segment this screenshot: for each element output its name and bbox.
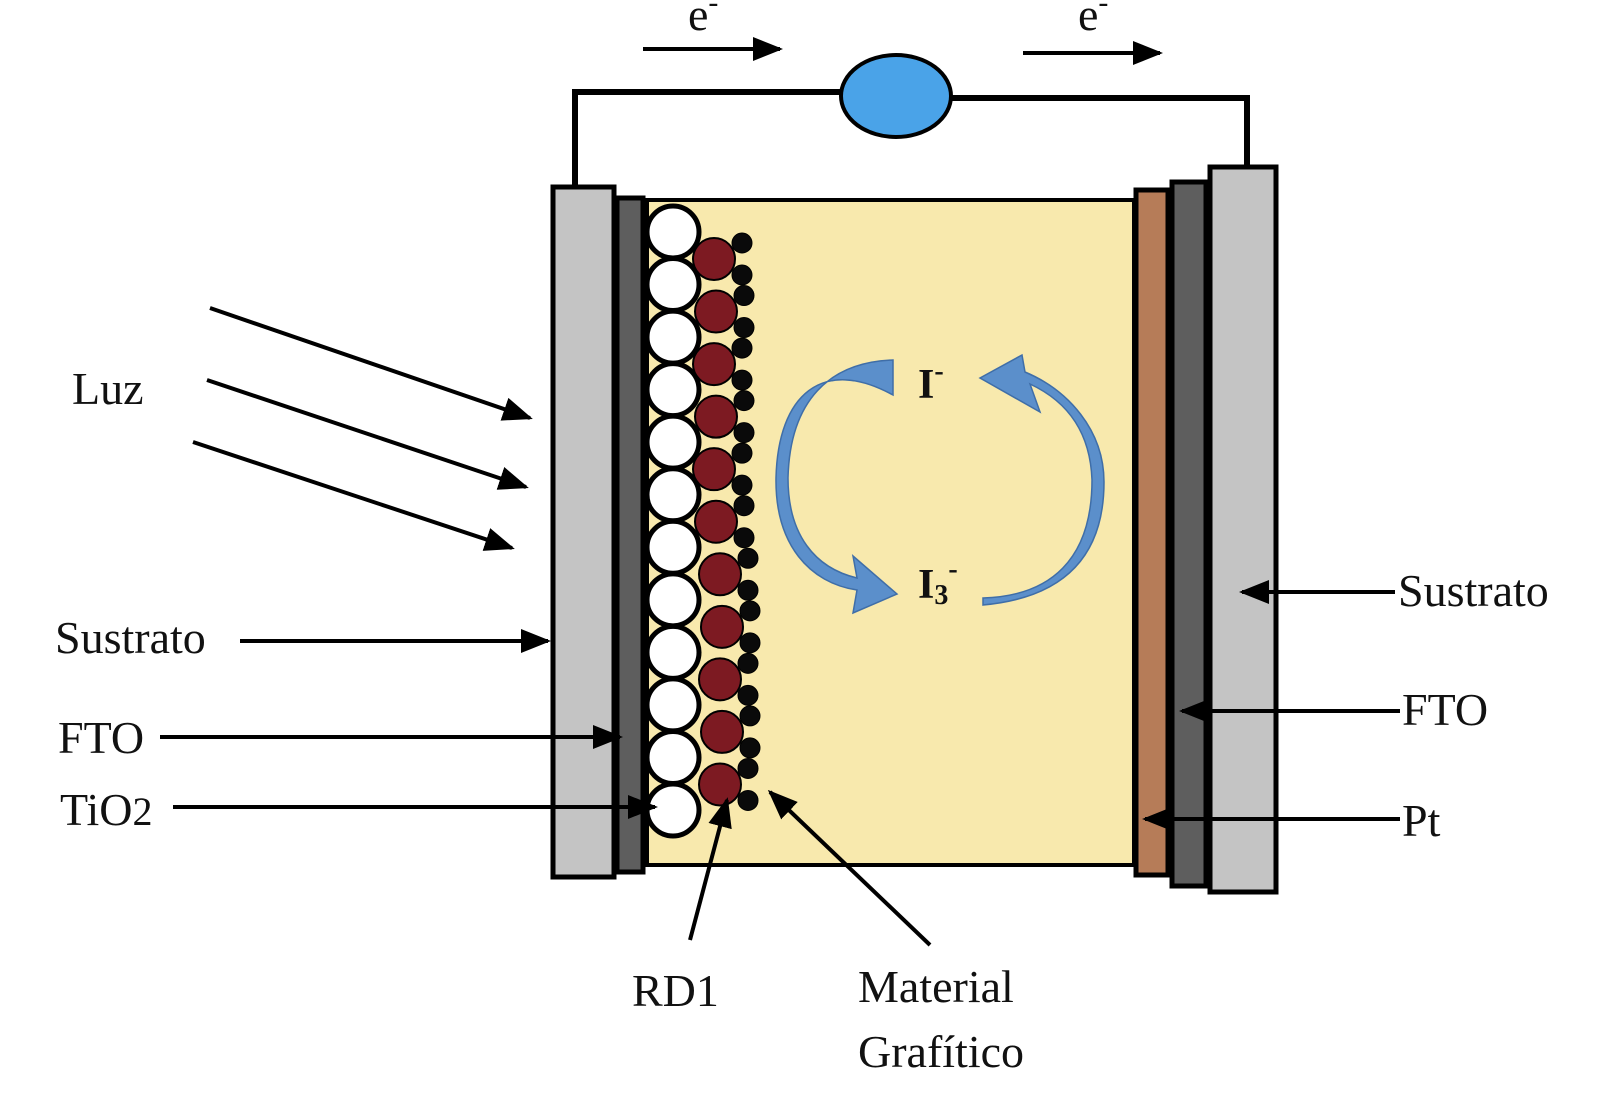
- graphitic-particle: [731, 442, 753, 464]
- bottom-labels: RD1 Material Grafítico: [632, 789, 1024, 1077]
- substrate-right: [1207, 164, 1279, 895]
- dye-pointer: [688, 797, 732, 941]
- external-load: [839, 53, 953, 139]
- graphitic-particle: [737, 652, 759, 674]
- dye-label: RD1: [632, 965, 719, 1016]
- substrate-right-label: Sustrato: [1398, 565, 1549, 616]
- graphitic-particle: [731, 369, 753, 391]
- external-circuit: e- e-: [572, 0, 1250, 185]
- graphitic-particle: [733, 527, 755, 549]
- dye-molecule: [692, 237, 736, 281]
- graphitic-particle: [737, 547, 759, 569]
- graphitic-particle: [737, 757, 759, 779]
- electron-label-left: e-: [688, 0, 718, 40]
- incident-light: Luz: [72, 306, 533, 551]
- tio2-particle: [644, 256, 702, 314]
- photoanode: [550, 184, 761, 880]
- redox-cycle: I- I3-: [775, 353, 1105, 615]
- platinum-layer: [1133, 187, 1171, 878]
- dye-molecule: [694, 289, 738, 334]
- graphitic-particle: [733, 495, 755, 517]
- graphitic-particle: [731, 337, 753, 359]
- graphitic-label-line1: Material: [858, 961, 1014, 1012]
- tio2-particle: [644, 728, 702, 786]
- tio2-particle: [644, 623, 702, 681]
- tio2-particle: [644, 203, 702, 261]
- dye-molecule: [698, 552, 742, 597]
- light-ray-3: [192, 440, 515, 551]
- graphitic-particle: [733, 285, 755, 307]
- dye-molecule: [694, 394, 738, 439]
- light-ray-2: [206, 378, 529, 490]
- fto-right-label: FTO: [1402, 684, 1488, 735]
- fto-left-label: FTO: [58, 712, 144, 763]
- triiodide-label: I3-: [918, 554, 958, 611]
- circuit-wire-right: [950, 95, 1250, 167]
- substrate-left: [550, 184, 617, 880]
- sensitized-tio2-layer: [644, 203, 761, 839]
- reduction-cycle-arrow: [775, 359, 899, 615]
- tio2-particle: [644, 308, 702, 366]
- dye-molecule: [700, 709, 744, 754]
- graphitic-particle: [737, 789, 759, 811]
- graphitic-particle: [733, 390, 755, 412]
- dye-molecule: [692, 447, 736, 492]
- light-ray-1: [209, 306, 533, 421]
- graphitic-particle: [739, 705, 761, 727]
- graphitic-pointer: [767, 789, 932, 947]
- tio2-particle: [644, 571, 702, 629]
- tio2-particle: [644, 781, 702, 839]
- platinum-label: Pt: [1402, 795, 1441, 846]
- graphitic-particle: [731, 474, 753, 496]
- tio2-particle: [644, 518, 702, 576]
- oxidation-cycle-arrow: [978, 353, 1105, 606]
- counter-electrode: [1133, 164, 1279, 895]
- graphitic-particle: [739, 737, 761, 759]
- dye-molecule: [700, 604, 744, 649]
- graphitic-label-line2: Grafítico: [858, 1026, 1024, 1077]
- circuit-wire-left: [572, 89, 845, 185]
- graphitic-particle: [731, 264, 753, 286]
- dye-molecule: [698, 657, 742, 702]
- tio2-particle: [644, 413, 702, 471]
- right-labels: Sustrato FTO Pt: [1142, 565, 1549, 846]
- graphitic-particle: [733, 317, 755, 339]
- tio2-label: TiO2: [60, 784, 152, 835]
- fto-layer-left: [614, 195, 646, 875]
- dye-molecule: [698, 762, 742, 807]
- fto-layer-right: [1169, 179, 1209, 889]
- graphitic-particle: [739, 600, 761, 622]
- substrate-left-label: Sustrato: [55, 612, 206, 663]
- graphitic-particle: [737, 684, 759, 706]
- dye-molecule: [694, 499, 738, 544]
- light-label: Luz: [72, 363, 144, 414]
- electron-label-right: e-: [1078, 0, 1108, 40]
- tio2-particle: [644, 361, 702, 419]
- dye-molecule: [692, 342, 736, 387]
- iodide-label: I-: [918, 356, 944, 408]
- graphitic-particle: [731, 232, 753, 254]
- graphitic-particle: [739, 632, 761, 654]
- graphitic-particle: [733, 422, 755, 444]
- electrode-edge: [643, 200, 649, 865]
- left-labels: Sustrato FTO TiO2: [55, 612, 658, 835]
- tio2-particle: [644, 466, 702, 524]
- tio2-particle: [644, 676, 702, 734]
- graphitic-particle: [737, 579, 759, 601]
